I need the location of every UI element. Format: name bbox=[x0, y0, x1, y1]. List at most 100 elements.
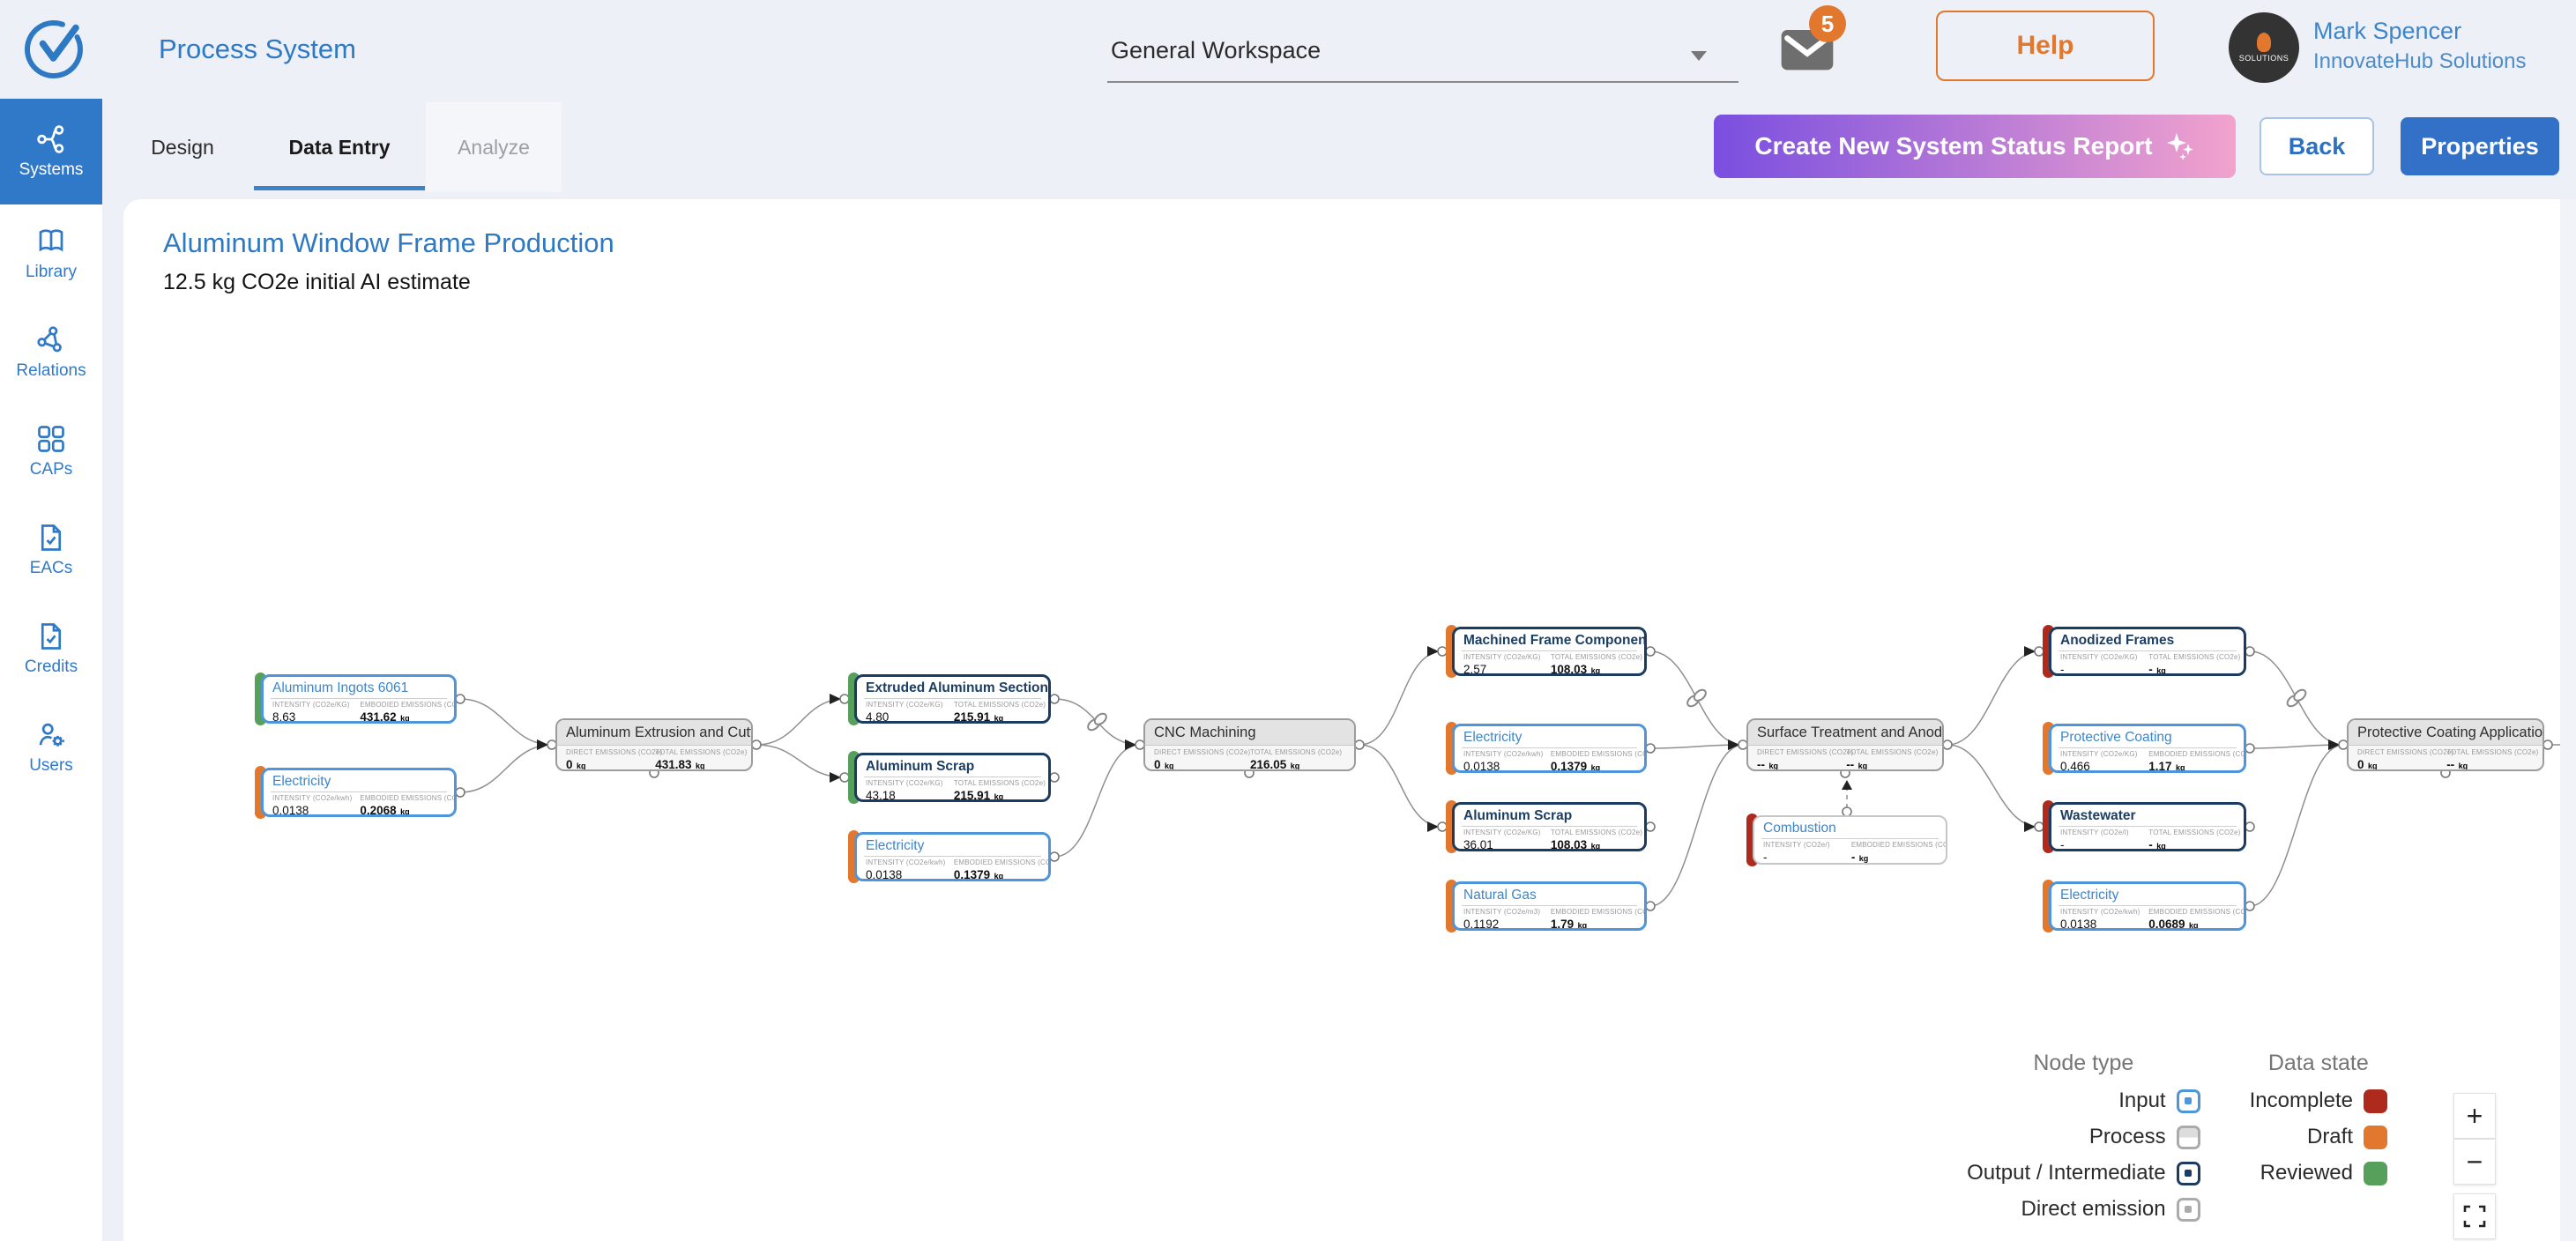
workspace-select[interactable]: General Workspace bbox=[1107, 28, 1738, 83]
sidebar-item-eacs[interactable]: EACs bbox=[0, 501, 102, 599]
app-title: Process System bbox=[159, 33, 356, 64]
legend-item-input: Input bbox=[2118, 1089, 2200, 1113]
connection-port[interactable] bbox=[2245, 821, 2255, 832]
node-field: INTENSITY (CO2e/l)- bbox=[2060, 829, 2129, 851]
chevron-down-icon bbox=[1691, 51, 1707, 61]
sidebar-item-label: Library bbox=[25, 263, 78, 281]
node-field: INTENSITY (CO2e/KG)36.01 bbox=[1463, 829, 1541, 851]
state-color-chip bbox=[2364, 1125, 2387, 1149]
sidebar-item-label: Users bbox=[29, 756, 73, 775]
zoom-out-button[interactable]: − bbox=[2453, 1139, 2496, 1185]
node-title: Aluminum Extrusion and Cutti... bbox=[557, 720, 751, 746]
sidebar-item-caps[interactable]: CAPs bbox=[0, 402, 102, 501]
active-tab-indicator bbox=[254, 186, 425, 190]
link-icon bbox=[1087, 712, 1107, 732]
legend-item-emission: Direct emission bbox=[2021, 1197, 2200, 1222]
workspace-select-value: General Workspace bbox=[1111, 37, 1322, 63]
create-report-button[interactable]: Create New System Status Report bbox=[1714, 115, 2236, 178]
connection-port[interactable] bbox=[1645, 646, 1656, 657]
connection-port[interactable] bbox=[1049, 851, 1060, 862]
zoom-controls: + − bbox=[2453, 1093, 2496, 1239]
fullscreen-button[interactable] bbox=[2453, 1193, 2496, 1239]
sidebar-item-credits[interactable]: Credits bbox=[0, 599, 102, 698]
node-title: Protective Coating Application bbox=[2349, 720, 2542, 746]
connection-port[interactable] bbox=[2245, 743, 2255, 754]
page-title: Aluminum Window Frame Production bbox=[163, 227, 614, 258]
connection-port[interactable] bbox=[2245, 646, 2255, 657]
properties-button[interactable]: Properties bbox=[2401, 117, 2559, 175]
node-field: INTENSITY (CO2e/KG)43.18 bbox=[866, 779, 943, 802]
node-field: INTENSITY (CO2e/KG)8.63 bbox=[272, 701, 350, 724]
node-title: Electricity bbox=[272, 774, 331, 789]
node-field: INTENSITY (CO2e/KG)- bbox=[2060, 653, 2138, 676]
back-button[interactable]: Back bbox=[2260, 117, 2374, 175]
fullscreen-icon bbox=[2463, 1205, 2486, 1228]
zoom-in-button[interactable]: + bbox=[2453, 1093, 2496, 1139]
node-field: EMBODIED EMISSIONS (CO2e)0.2068 kg bbox=[360, 794, 457, 817]
connection-port[interactable] bbox=[1645, 821, 1656, 832]
tab-analyze: Analyze bbox=[426, 102, 562, 192]
node-field: EMBODIED EMISSIONS (CO2e)1.17 kg bbox=[2148, 750, 2246, 773]
node-extrusion-process[interactable]: Aluminum Extrusion and Cutti...DIRECT EM… bbox=[555, 718, 753, 771]
connection-port[interactable] bbox=[1049, 694, 1060, 704]
process-chip bbox=[2176, 1125, 2200, 1149]
doc-check-icon bbox=[41, 623, 62, 650]
legend-data-state-title: Data state bbox=[2267, 1051, 2369, 1075]
connection-port[interactable] bbox=[1942, 739, 1953, 750]
avatar[interactable]: SOLUTIONS bbox=[2229, 12, 2299, 83]
sidebar-item-label: EACs bbox=[29, 559, 73, 577]
node-field: DIRECT EMISSIONS (CO2e)0 kg bbox=[2357, 748, 2454, 771]
node-title: Aluminum Scrap bbox=[1463, 808, 1573, 823]
node-title: CNC Machining bbox=[1145, 720, 1354, 746]
node-field: INTENSITY (CO2e/m3)0.1192 bbox=[1463, 908, 1541, 931]
diagram-canvas[interactable]: Aluminum Window Frame Production 12.5 kg… bbox=[123, 199, 2560, 1241]
connection-port[interactable] bbox=[455, 787, 465, 798]
connection-port[interactable] bbox=[1645, 743, 1656, 754]
app-logo bbox=[23, 16, 86, 79]
node-field: DIRECT EMISSIONS (CO2e)0 kg bbox=[1154, 748, 1251, 771]
legend-item-draft: Draft bbox=[2307, 1125, 2387, 1149]
connection-port[interactable] bbox=[751, 739, 762, 750]
emission-chip bbox=[2176, 1197, 2200, 1222]
node-field: EMBODIED EMISSIONS (CO2e)431.62 kg bbox=[360, 701, 457, 724]
connection-port[interactable] bbox=[1354, 739, 1365, 750]
node-field: TOTAL EMISSIONS (CO2e)- kg bbox=[2148, 653, 2241, 676]
avatar-logo-shape bbox=[2257, 33, 2271, 52]
node-title: Electricity bbox=[1463, 730, 1523, 745]
sidebar-item-systems[interactable]: Systems bbox=[0, 99, 102, 204]
connection-port[interactable] bbox=[2245, 901, 2255, 911]
node-title: Protective Coating bbox=[2060, 730, 2172, 745]
connection-port[interactable] bbox=[1645, 901, 1656, 911]
connection-port[interactable] bbox=[1049, 772, 1060, 783]
sidebar-item-relations[interactable]: Relations bbox=[0, 303, 102, 402]
tab-data-entry[interactable]: Data Entry bbox=[288, 135, 391, 159]
node-field: INTENSITY (CO2e/kwh)0.0138 bbox=[1463, 750, 1544, 773]
legend-item-process: Process bbox=[2089, 1125, 2200, 1149]
tab-design[interactable]: Design bbox=[151, 135, 214, 159]
connection-port[interactable] bbox=[455, 694, 465, 704]
sidebar-item-users[interactable]: Users bbox=[0, 698, 102, 797]
node-surface-treatment[interactable]: Surface Treatment and Anodi...DIRECT EMI… bbox=[1746, 718, 1944, 771]
connection-port[interactable] bbox=[2542, 739, 2553, 750]
legend-node-type-title: Node type bbox=[2033, 1051, 2134, 1075]
node-field: TOTAL EMISSIONS (CO2e)216.05 kg bbox=[1250, 748, 1343, 771]
help-button[interactable]: Help bbox=[1936, 11, 2155, 81]
sidebar-item-library[interactable]: Library bbox=[0, 204, 102, 303]
